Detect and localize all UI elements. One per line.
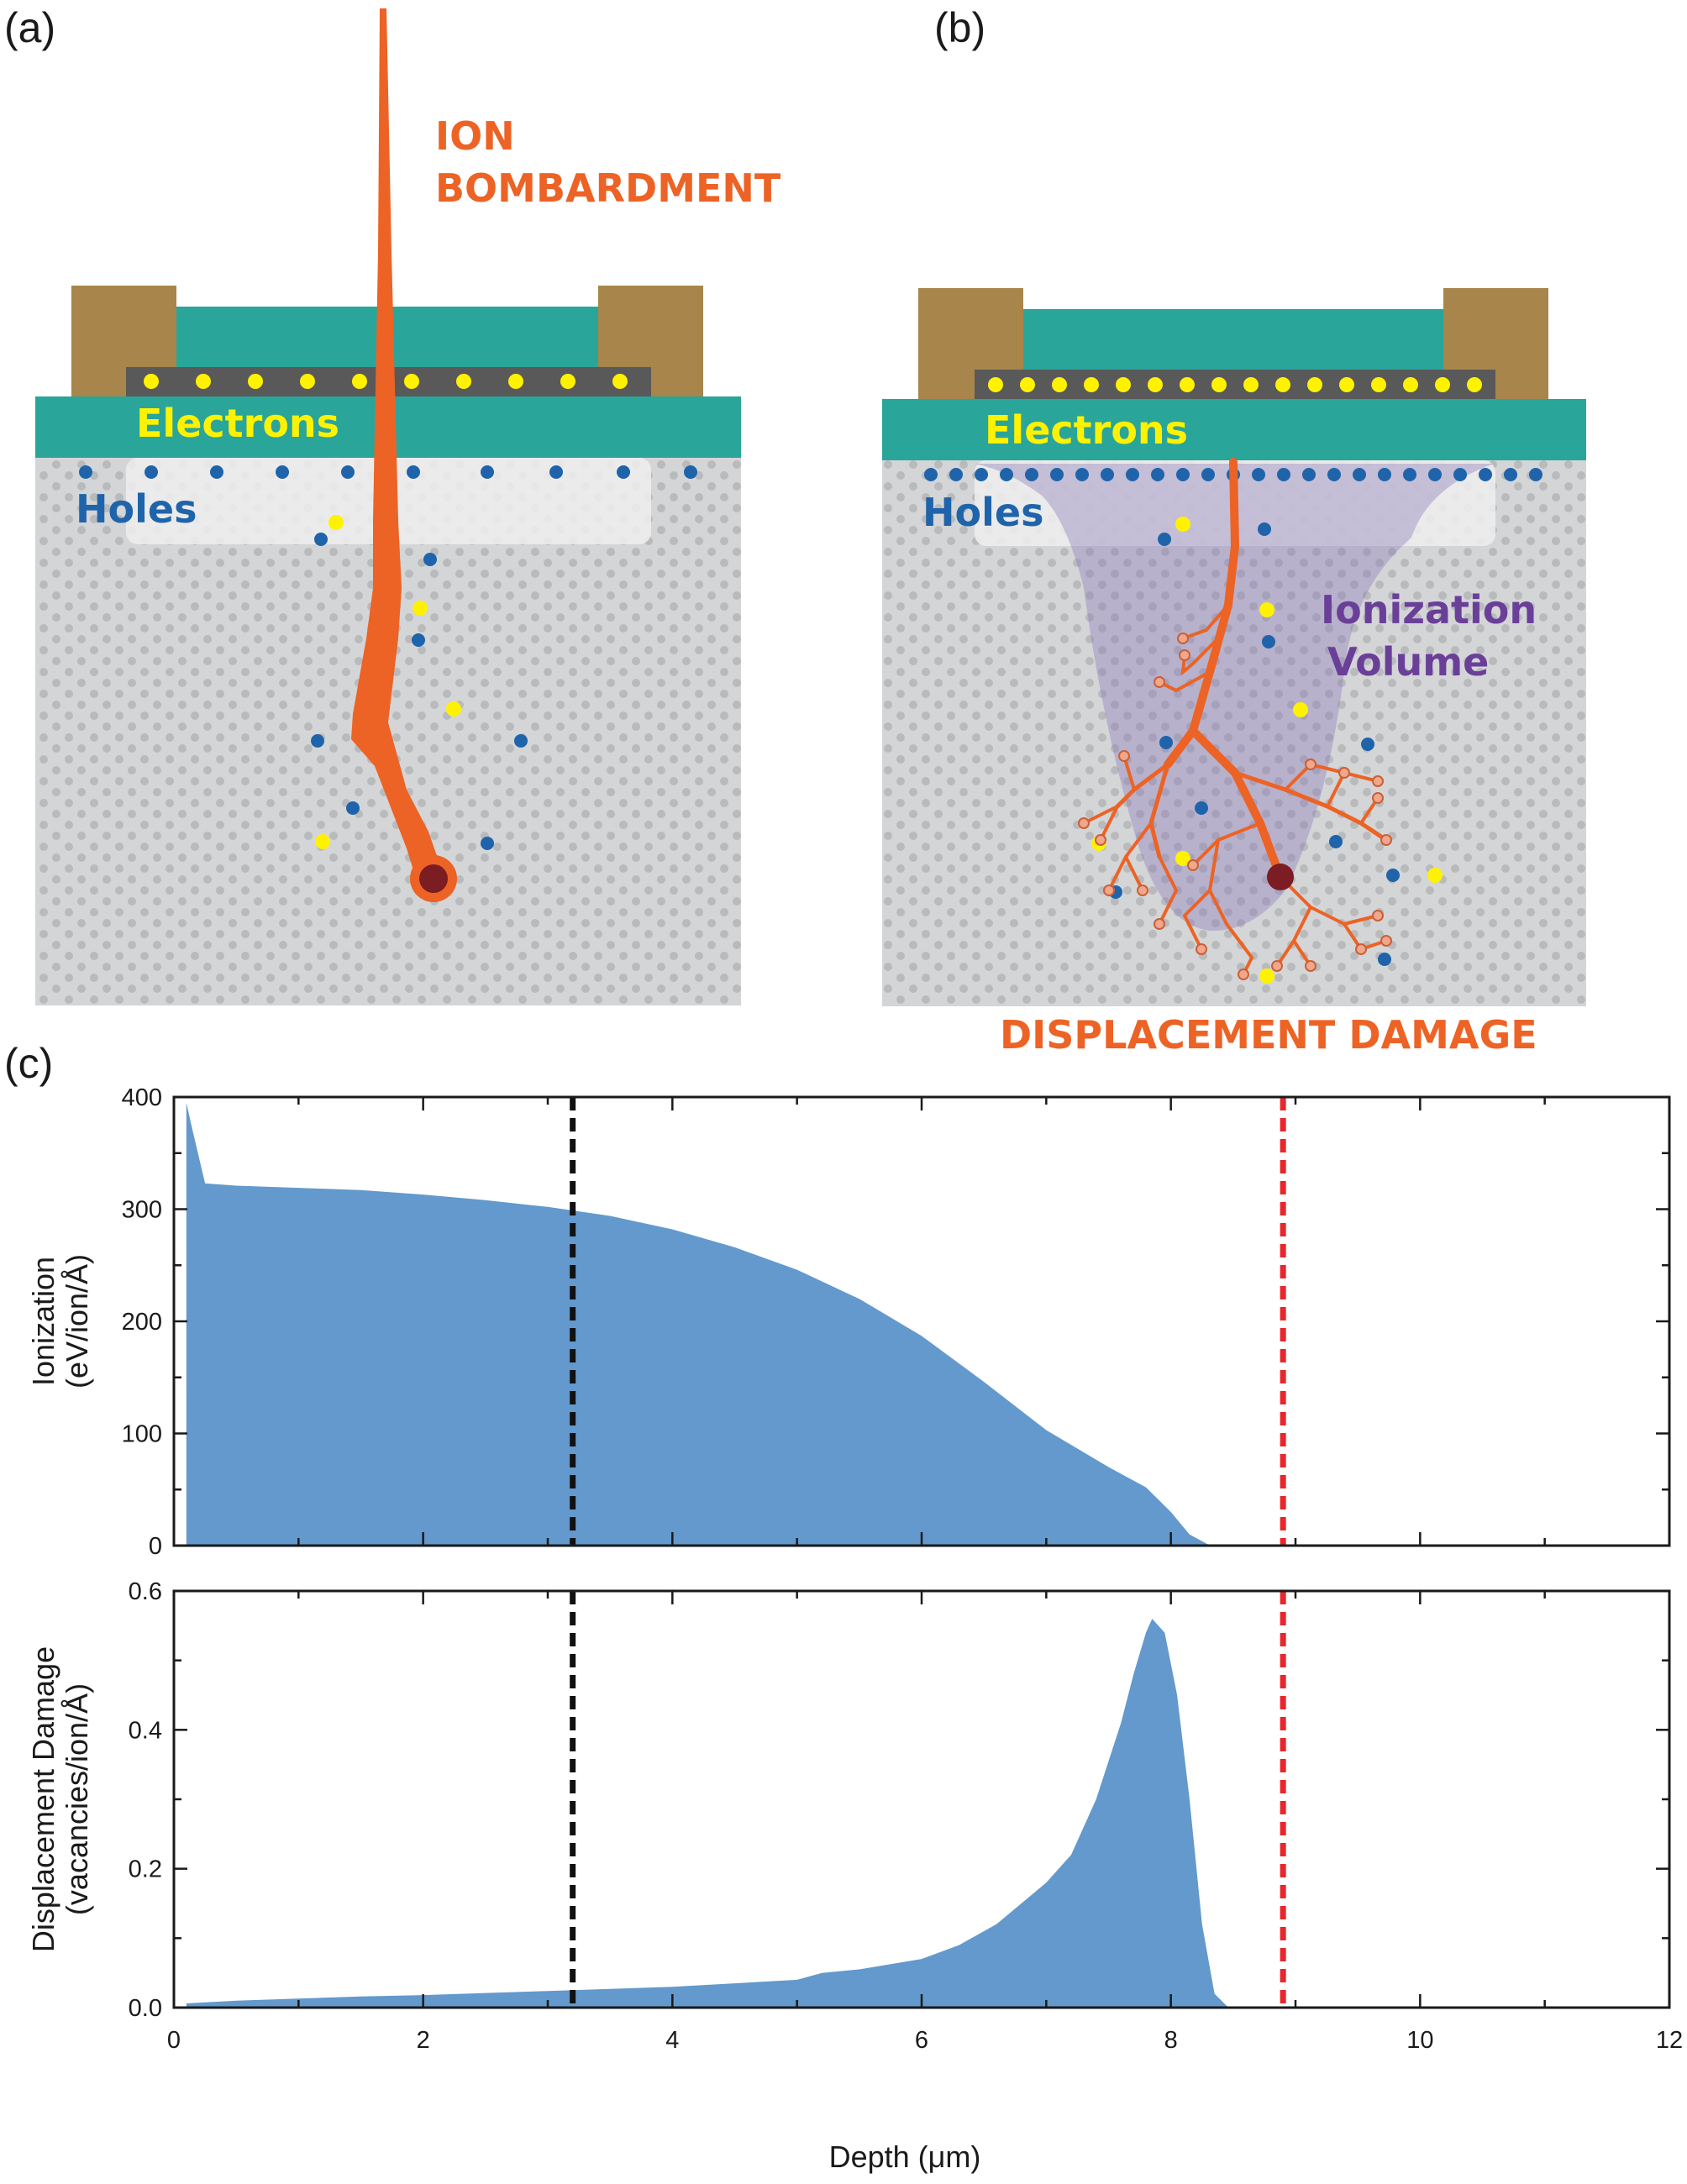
y-tick-label: 400 bbox=[122, 1084, 162, 1111]
x-axis-title: Depth (μm) bbox=[829, 2139, 981, 2174]
holes-label: Holes bbox=[76, 486, 197, 532]
y-tick-label: 0 bbox=[149, 1533, 162, 1560]
ion-particle bbox=[1267, 864, 1294, 890]
y-axis-title: Displacement Damage(vacancies/ion/Å) bbox=[26, 1646, 94, 1952]
hole-row bbox=[79, 465, 697, 479]
ion-label-line1: ION bbox=[435, 113, 515, 159]
y-axis-title: Ionization(eV/ion/Å) bbox=[26, 1254, 94, 1389]
panel-label-b: (b) bbox=[934, 4, 985, 51]
y-axis-title-line: Displacement Damage bbox=[26, 1646, 60, 1952]
data-area bbox=[186, 1102, 1210, 1546]
vacancy-dots bbox=[1078, 633, 1392, 980]
x-tick-label: 12 bbox=[1656, 2027, 1683, 2054]
ionization-volume-label-line2: Volume bbox=[1327, 639, 1489, 685]
panel-a-diagram: ION BOMBARDMENT Electrons Holes bbox=[35, 8, 781, 1005]
x-tick-label: 6 bbox=[915, 2027, 928, 2054]
ionization-volume bbox=[975, 464, 1494, 932]
holes-label: Holes bbox=[922, 490, 1043, 535]
displacement-damage-label: DISPLACEMENT DAMAGE bbox=[1000, 1012, 1537, 1058]
x-tick-label: 2 bbox=[417, 2027, 430, 2054]
electrons-label: Electrons bbox=[136, 401, 339, 446]
damage-cascade bbox=[1082, 458, 1389, 976]
y-tick-label: 0.4 bbox=[129, 1717, 162, 1744]
generated-electrons bbox=[315, 515, 461, 849]
ion-particle bbox=[419, 864, 448, 893]
panel-b-diagram: Electrons Holes Ionization Volume DISPLA… bbox=[882, 288, 1586, 1058]
plot-frame bbox=[172, 1589, 1671, 2009]
data-area bbox=[186, 1619, 1233, 2008]
x-tick-label: 0 bbox=[167, 2027, 181, 2054]
y-axis-title-line: (vacancies/ion/Å) bbox=[60, 1683, 94, 1915]
y-tick-label: 300 bbox=[122, 1197, 162, 1224]
y-tick-label: 100 bbox=[122, 1421, 162, 1448]
ionization-volume-label-line1: Ionization bbox=[1321, 587, 1537, 633]
generated-holes bbox=[311, 533, 528, 850]
x-tick-label: 8 bbox=[1164, 2027, 1178, 2054]
y-tick-label: 0.0 bbox=[129, 1995, 162, 2022]
y-axis-title-line: Ionization bbox=[26, 1257, 60, 1386]
panel-label-c: (c) bbox=[4, 1040, 53, 1087]
hole-row bbox=[924, 468, 1542, 481]
y-axis-title-line: (eV/ion/Å) bbox=[60, 1254, 94, 1389]
y-tick-label: 0.6 bbox=[129, 1578, 162, 1605]
oxide-layer bbox=[882, 399, 1586, 460]
channel-electrons bbox=[988, 377, 1482, 392]
ion-track bbox=[351, 8, 447, 892]
gate-oxide bbox=[1023, 309, 1443, 370]
x-tick-label: 10 bbox=[1406, 2027, 1433, 2054]
x-tick-label: 4 bbox=[665, 2027, 679, 2054]
ion-label-line2: BOMBARDMENT bbox=[435, 165, 781, 211]
y-tick-label: 200 bbox=[122, 1309, 162, 1336]
electrons-label: Electrons bbox=[985, 407, 1188, 453]
channel-electrons bbox=[144, 374, 628, 389]
y-tick-label: 0.2 bbox=[129, 1856, 162, 1883]
panel-label-a: (a) bbox=[4, 4, 55, 51]
